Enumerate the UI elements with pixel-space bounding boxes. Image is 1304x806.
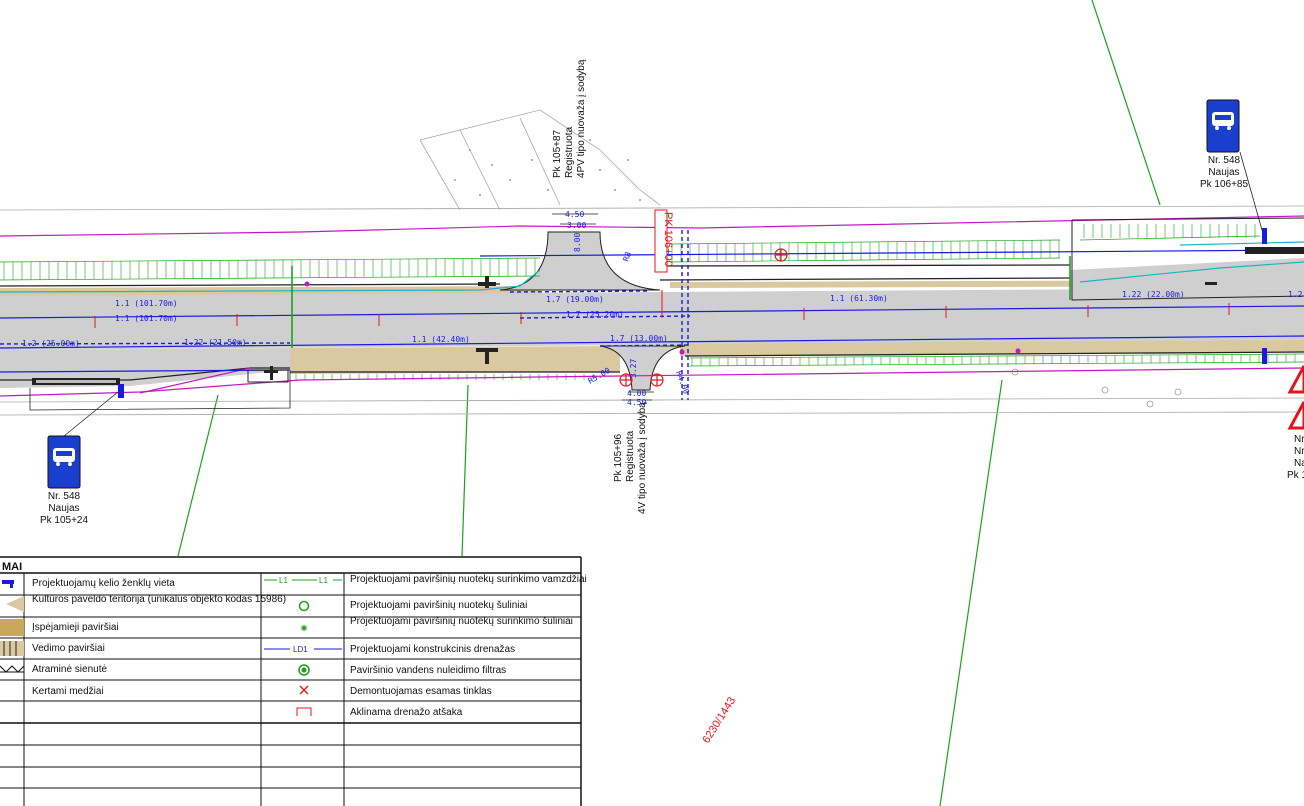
- marking-10: 1.1 (42.40m): [412, 335, 470, 344]
- legend-warning-surface-icon: [0, 619, 24, 636]
- drainage-lines: [0, 249, 1304, 373]
- bus-stop-sign-icon-left: [47, 391, 119, 489]
- driveway-bottom-status: Registruota: [625, 430, 636, 482]
- marking-5: 1.7 (25.20m): [566, 310, 624, 319]
- bottom-verge-right: [680, 340, 1304, 356]
- dim-bot-w1: 4.00: [627, 389, 646, 398]
- driveway-top-status: Registruota: [564, 126, 575, 178]
- dashed-lines: [0, 230, 691, 400]
- warning-sign-icon: [1287, 365, 1304, 430]
- main-carriageway: [0, 288, 1304, 350]
- parcel-boundaries: [177, 0, 1161, 806]
- legend-manhole-icon: [298, 600, 310, 612]
- hatching-bottom: [689, 353, 1304, 367]
- legend-left-2: Kultūros paveldo teritorija (unikalus ob…: [32, 594, 286, 605]
- stop-left-status: Naujas: [48, 503, 79, 514]
- red-ticks: [94, 290, 1230, 328]
- parcel-label: 6230/1443: [700, 695, 738, 745]
- driveway-top-label: Pk 105+87 Registruota 4PV tipo nuovaža į…: [552, 59, 587, 178]
- legend-demolish-icon: [299, 685, 309, 695]
- legend-retaining-wall-icon: [0, 665, 25, 673]
- driveway-top-type: 4PV tipo nuovaža į sodybą: [576, 59, 587, 178]
- stop-right-status: Naujas: [1208, 167, 1239, 178]
- driveway-bottom-type: 4V tipo nuovaža į sodybą: [637, 402, 648, 514]
- legend-left-6: Kertami medžiai: [32, 686, 104, 697]
- marking-1: 1.1 (101.70m): [115, 299, 178, 308]
- bottom-verge: [290, 346, 620, 374]
- lane-top-right: [1070, 258, 1304, 290]
- marking-8: 1.2 (25.00m): [22, 339, 80, 348]
- legend-left-4: Vedimo paviršiai: [32, 643, 105, 654]
- legend-table: MAI Projektuojamų kelio ženklų vieta Kul…: [0, 556, 587, 806]
- marking-7: 1.2: [1288, 290, 1303, 299]
- picket-label: PK 106+00: [662, 212, 674, 267]
- legend-heritage-icon: [6, 596, 24, 612]
- legend-pipe-sym-2: L1: [319, 576, 328, 585]
- stop-far-right-l2: Nr: [1294, 446, 1304, 457]
- legend-title: MAI: [2, 561, 22, 573]
- marking-9: 1.22 (21.50m): [184, 338, 247, 347]
- driveway-top-pk: Pk 105+87: [552, 129, 563, 178]
- legend-right-3: Projektuojami paviršinių nuotekų surinki…: [350, 616, 573, 627]
- dimension-lines: [552, 213, 654, 401]
- stop-far-right-l4: Pk 1: [1287, 470, 1304, 481]
- green-marker: [291, 256, 1071, 348]
- magenta-boundary: [0, 215, 1304, 397]
- marking-3: 1.7 (19.00m): [546, 295, 604, 304]
- survey-points: [454, 139, 641, 201]
- stop-right-pk: Pk 106+85: [1200, 179, 1249, 190]
- legend-left-5: Atraminė sienutė: [32, 664, 107, 675]
- tree-circles: [1011, 368, 1182, 408]
- dim-top-w2: 3.00: [567, 221, 586, 230]
- marking-11: 1.7 (13.00m): [610, 334, 668, 343]
- legend-sign-icon: [2, 580, 14, 588]
- dim-top-r: R8: [621, 250, 633, 262]
- legend-right-1a: Projektuojami paviršinių nuotekų surinki…: [350, 574, 587, 585]
- hatch-top-marks: [3, 224, 1256, 280]
- legend-right-5: Paviršinio vandens nuleidimo filtras: [350, 665, 506, 676]
- legend-inlet-icon: [300, 624, 308, 632]
- legend-guide-surface-icon: [0, 641, 24, 656]
- legend-plug-icon: [296, 707, 312, 716]
- bus-platforms: [29, 217, 1304, 411]
- legend-right-7: Aklinama drenažo atšaka: [350, 707, 463, 718]
- stop-far-right-l1: Nr: [1294, 434, 1304, 445]
- dim-bot-w2: 4.50: [627, 398, 646, 407]
- legend-right-6: Demontuojamas esamas tinklas: [350, 686, 492, 697]
- legend-left-3: Įspėjamieji paviršiai: [32, 622, 119, 633]
- legend-pipe-sym: L1: [279, 576, 288, 585]
- stop-right-nr: Nr. 548: [1208, 155, 1241, 166]
- driveway-top: [499, 231, 661, 291]
- legend-filter-icon: [298, 664, 310, 676]
- cyan-lines: [0, 241, 1304, 293]
- stop-left-pk: Pk 105+24: [40, 515, 89, 526]
- sign-posts: [118, 228, 1267, 398]
- marking-6: 1.22 (22.00m): [1122, 290, 1185, 299]
- legend-right-4: Projektuojami konstrukcinis drenažas: [350, 644, 515, 655]
- legend-left-1: Projektuojamų kelio ženklų vieta: [32, 578, 175, 589]
- removed-network-symbols: [619, 248, 788, 387]
- marking-2: 1.1 (101.70m): [115, 314, 178, 323]
- legend-right-2: Projektuojami paviršinių nuotekų šulinia…: [350, 600, 527, 611]
- stop-left-nr: Nr. 548: [48, 491, 81, 502]
- dim-top-w1: 4.50: [565, 210, 584, 219]
- kerb-lines: [0, 264, 1304, 381]
- picket-box: [654, 209, 668, 273]
- magenta-points: [304, 281, 1021, 355]
- marking-4: 1.1 (61.30m): [830, 294, 888, 303]
- dim-bot-len: 3.27: [629, 359, 638, 378]
- t-structures: [264, 276, 1217, 380]
- driveway-bottom-label: Pk 105+96 Registruota 4V tipo nuovaža į …: [613, 402, 648, 514]
- legend-drain-sym: LD1: [293, 645, 308, 654]
- stop-far-right-l3: Na: [1294, 458, 1304, 469]
- driveway-bottom-pk: Pk 105+96: [613, 433, 624, 482]
- dim-top-len: 8.00: [573, 233, 582, 252]
- driveway-bottom: [599, 345, 686, 391]
- hatch-bot-marks: [295, 354, 1296, 380]
- bus-stop-sign-icon-right: [1206, 99, 1263, 231]
